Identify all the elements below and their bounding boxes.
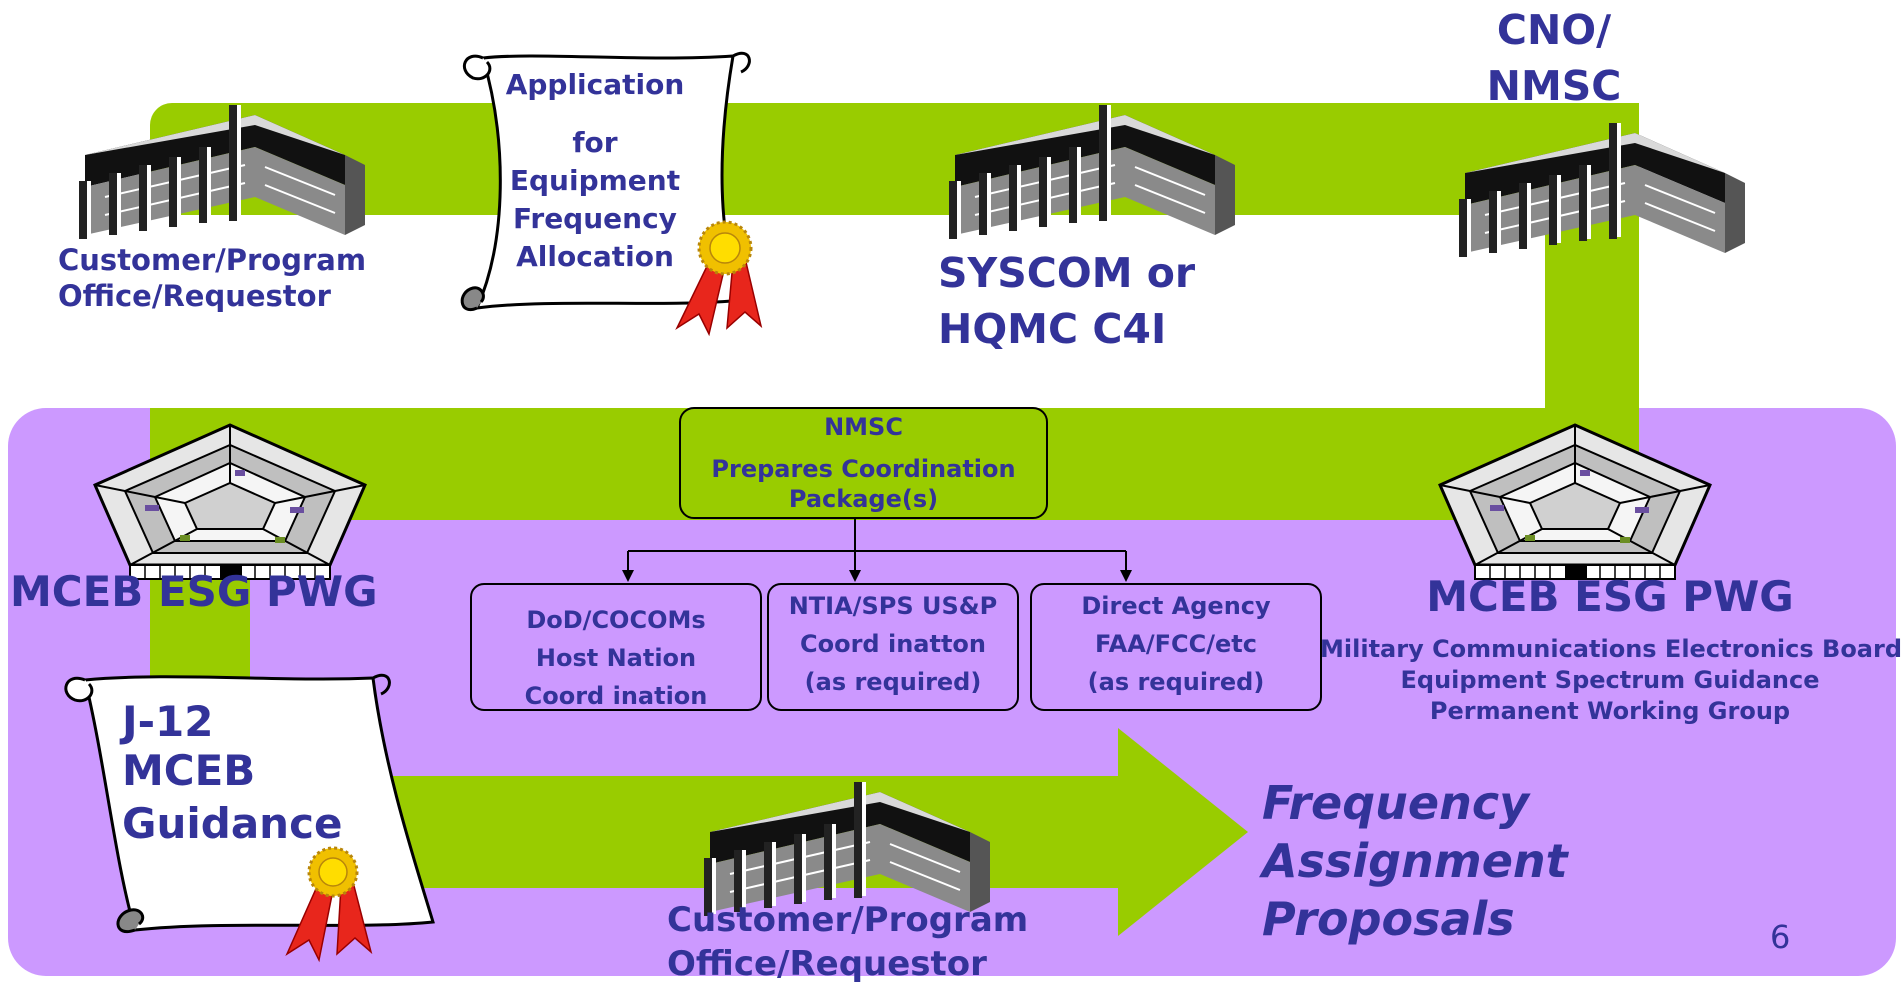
cno-label: CNO/ NMSC	[1486, 6, 1622, 110]
page-number: 6	[1770, 918, 1791, 956]
seal-icon	[675, 220, 763, 337]
result-label: Frequency Assignment Proposals	[1262, 776, 1568, 946]
seal-icon	[285, 846, 373, 963]
nmsc-box-bg	[679, 407, 1048, 519]
coordination-box-dod: DoD/COCOMs Host Nation Coord ination	[470, 583, 762, 711]
coordination-box-agency: Direct Agency FAA/FCC/etc (as required)	[1030, 583, 1322, 711]
customer-bottom-label: Customer/Program Office/Requestor	[667, 900, 1029, 984]
coordination-box-ntia: NTIA/SPS US&P Coord inatton (as required…	[767, 583, 1019, 711]
j12-scroll-text: J-12 MCEB Guidance	[122, 697, 343, 848]
nmsc-box: NMSC Prepares Coordination Package(s)	[711, 413, 1016, 513]
application-scroll-text: Application for Equipment Frequency Allo…	[505, 68, 685, 273]
pwg-expansion: Military Communications Electronics Boar…	[1320, 635, 1902, 725]
pwg-right-label: MCEB ESG PWG	[1426, 572, 1794, 621]
pwg-left-label: MCEB ESG PWG	[10, 567, 378, 616]
customer-top-label: Customer/Program Office/Requestor	[58, 243, 367, 313]
nmsc-connectors	[622, 517, 1132, 582]
syscom-label: SYSCOM or HQMC C4I	[938, 249, 1196, 353]
